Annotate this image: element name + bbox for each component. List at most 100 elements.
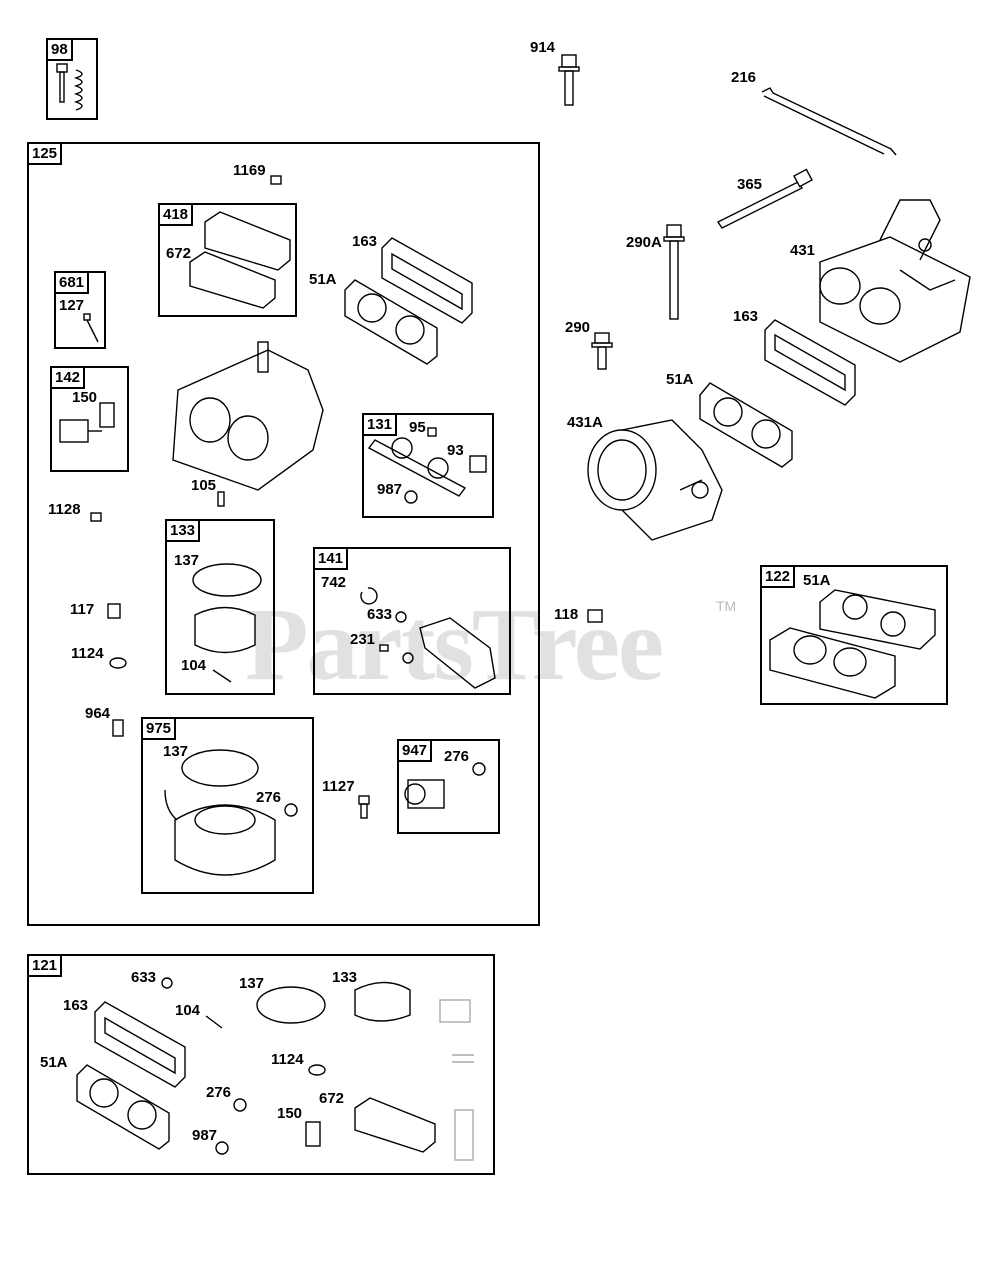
gasket-51a-125[interactable] [344, 279, 438, 365]
screw-1127[interactable] [358, 795, 370, 819]
bolt-914[interactable] [558, 54, 580, 106]
ring-633-121[interactable] [161, 977, 173, 989]
gasket-163-121[interactable] [94, 1001, 186, 1088]
group-975-tag[interactable]: 975 [143, 719, 177, 740]
part-label-93[interactable]: 93 [447, 442, 464, 459]
part-label-150-121[interactable]: 150 [277, 1105, 303, 1122]
ring-276-121[interactable] [233, 1098, 247, 1112]
fitting-117[interactable] [107, 603, 121, 619]
part-label-290a[interactable]: 290A [626, 234, 662, 251]
float-133[interactable] [194, 606, 256, 654]
needle-127[interactable] [83, 313, 99, 343]
screw-1169[interactable] [270, 175, 282, 185]
bolt-spring-98[interactable] [56, 63, 83, 111]
ring-276-975[interactable] [284, 803, 298, 817]
fitting-118[interactable] [587, 609, 603, 623]
screw-95[interactable] [427, 427, 437, 437]
group-681-tag[interactable]: 681 [56, 273, 90, 294]
part-label-216[interactable]: 216 [731, 69, 757, 86]
solenoid-947[interactable] [404, 779, 445, 809]
gasket-163-125[interactable] [381, 237, 473, 324]
gasket-51a-122[interactable] [819, 589, 936, 650]
bowl-975[interactable] [164, 789, 276, 876]
part-label-987-131[interactable]: 987 [377, 481, 403, 498]
part-label-163-right[interactable]: 163 [733, 308, 759, 325]
part-label-290[interactable]: 290 [565, 319, 591, 336]
ring-987-121[interactable] [215, 1141, 229, 1155]
part-label-987-121[interactable]: 987 [192, 1127, 218, 1144]
part-label-104-133[interactable]: 104 [181, 657, 207, 674]
group-121-tag[interactable]: 121 [29, 956, 63, 977]
washer-1124-125[interactable] [109, 657, 127, 669]
group-142-tag[interactable]: 142 [52, 368, 86, 389]
part-label-51a-122[interactable]: 51A [803, 572, 831, 589]
plate-418[interactable] [204, 211, 291, 271]
screw-105[interactable] [217, 491, 225, 507]
bolt-365[interactable] [716, 168, 813, 229]
ring-633-141[interactable] [395, 611, 407, 623]
gasket-672-418[interactable] [189, 251, 276, 309]
part-label-104-121[interactable]: 104 [175, 1002, 201, 1019]
part-label-742[interactable]: 742 [321, 574, 347, 591]
oring-137-133[interactable] [192, 563, 262, 597]
manifold-431[interactable] [819, 199, 971, 363]
part-label-964[interactable]: 964 [85, 705, 111, 722]
part-label-431a[interactable]: 431A [567, 414, 603, 431]
part-label-365[interactable]: 365 [737, 176, 763, 193]
part-label-1127[interactable]: 1127 [322, 778, 355, 795]
pin-104-121[interactable] [205, 1015, 223, 1029]
screw-1128[interactable] [90, 512, 102, 522]
clip-742[interactable] [360, 587, 378, 605]
bolt-290a[interactable] [663, 224, 685, 320]
screw-231[interactable] [379, 644, 389, 652]
part-label-95[interactable]: 95 [409, 419, 426, 436]
float-133-121[interactable] [354, 981, 411, 1022]
part-label-133-121[interactable]: 133 [332, 969, 358, 986]
carburetor-body[interactable] [172, 341, 324, 491]
shaft-141[interactable] [402, 617, 496, 689]
group-122-tag[interactable]: 122 [762, 567, 796, 588]
part-label-127[interactable]: 127 [59, 297, 85, 314]
throttle-body-431a[interactable] [587, 419, 723, 541]
part-label-105[interactable]: 105 [191, 477, 217, 494]
part-label-1124-125[interactable]: 1124 [71, 645, 104, 662]
solenoid-142[interactable] [59, 419, 102, 443]
plate-150-142[interactable] [99, 402, 115, 428]
group-141-tag[interactable]: 141 [315, 549, 349, 570]
plate-150-121[interactable] [305, 1121, 321, 1147]
ring-276-947[interactable] [472, 762, 486, 776]
part-label-118[interactable]: 118 [554, 606, 579, 623]
ring-987-131[interactable] [404, 490, 418, 504]
part-label-231[interactable]: 231 [350, 631, 376, 648]
pin-104-133[interactable] [212, 669, 232, 683]
gasket-51a-121[interactable] [76, 1064, 170, 1150]
group-133-tag[interactable]: 133 [167, 521, 201, 542]
part-label-117[interactable]: 117 [70, 601, 95, 618]
gasket-163-right[interactable] [764, 319, 856, 406]
oring-137-121[interactable] [256, 986, 326, 1024]
rod-216[interactable] [761, 87, 897, 156]
part-label-137-121[interactable]: 137 [239, 975, 265, 992]
spacer-122[interactable] [769, 627, 896, 699]
part-label-633-141[interactable]: 633 [367, 606, 393, 623]
part-label-51a-121[interactable]: 51A [40, 1054, 68, 1071]
part-label-1169[interactable]: 1169 [233, 162, 266, 179]
part-label-1124-121[interactable]: 1124 [271, 1051, 304, 1068]
part-label-137-133[interactable]: 137 [174, 552, 200, 569]
part-label-150-142[interactable]: 150 [72, 389, 98, 406]
bushing-93[interactable] [469, 455, 487, 473]
gasket-672-121[interactable] [354, 1097, 436, 1153]
oring-137-975[interactable] [181, 749, 259, 787]
part-label-276-121[interactable]: 276 [206, 1084, 232, 1101]
bolt-290[interactable] [591, 332, 613, 370]
part-label-137-975[interactable]: 137 [163, 743, 189, 760]
part-label-914[interactable]: 914 [530, 39, 556, 56]
part-label-51a-right[interactable]: 51A [666, 371, 694, 388]
gasket-51a-right[interactable] [699, 382, 793, 468]
part-label-276-947[interactable]: 276 [444, 748, 470, 765]
group-98-tag[interactable]: 98 [48, 40, 73, 61]
shaft-131[interactable] [367, 437, 467, 497]
washer-1124-121[interactable] [308, 1064, 326, 1076]
group-131-tag[interactable]: 131 [364, 415, 398, 436]
part-label-633-121[interactable]: 633 [131, 969, 157, 986]
